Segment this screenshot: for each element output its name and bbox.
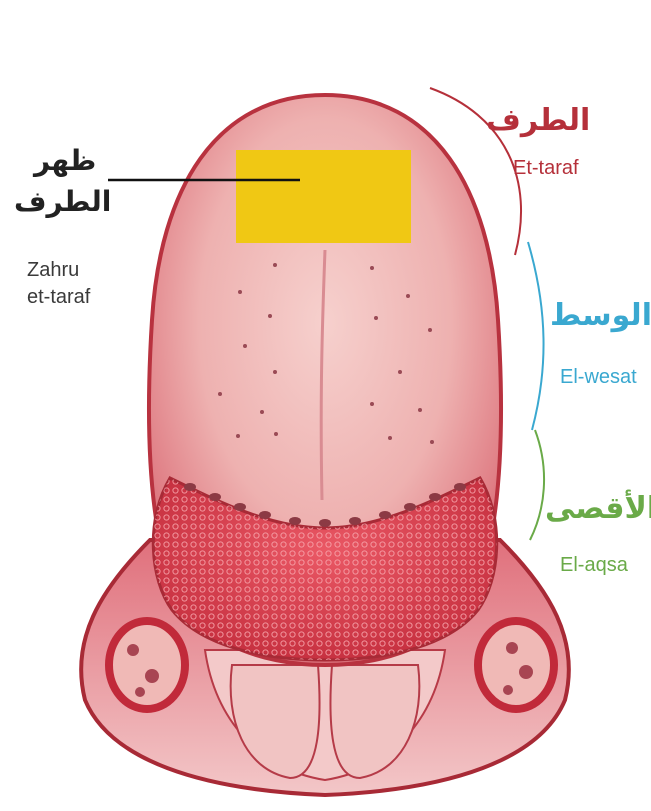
papilla <box>234 503 246 511</box>
papilla-dot <box>236 434 240 438</box>
dorsum-arabic-label-line1: ظهر <box>34 144 96 177</box>
right-tonsil-spot <box>506 642 518 654</box>
right-tonsil-spot <box>503 685 513 695</box>
papilla-dot <box>374 316 378 320</box>
papilla <box>404 503 416 511</box>
papilla <box>259 511 271 519</box>
papilla <box>429 493 441 501</box>
papilla <box>319 519 331 527</box>
papilla <box>379 511 391 519</box>
papilla <box>289 517 301 525</box>
dorsum-arabic-label-line2: الطرف <box>14 185 111 218</box>
papilla-dot <box>370 402 374 406</box>
papilla-dot <box>238 290 242 294</box>
papilla <box>349 517 361 525</box>
left-tonsil-spot <box>127 644 139 656</box>
highlight-box <box>236 150 411 243</box>
left-tonsil-spot <box>135 687 145 697</box>
back-arabic-label: الأقصى <box>545 491 651 526</box>
back-latin-label: El-aqsa <box>560 554 628 577</box>
papilla-dot <box>388 436 392 440</box>
papilla-dot <box>273 370 277 374</box>
tip-arabic-label: الطرف <box>486 103 590 138</box>
left-tonsil <box>109 621 185 709</box>
papilla <box>209 493 221 501</box>
dorsum-latin-label-line1: Zahru <box>27 259 79 282</box>
papilla <box>454 483 466 491</box>
middle-bracket <box>528 242 544 430</box>
papilla-dot <box>398 370 402 374</box>
papilla-dot <box>430 440 434 444</box>
papilla-dot <box>273 263 277 267</box>
right-tonsil-spot <box>519 665 533 679</box>
papilla-dot <box>428 328 432 332</box>
dorsum-latin-label-line2: et-taraf <box>27 286 90 309</box>
papilla-dot <box>274 432 278 436</box>
papilla-dot <box>243 344 247 348</box>
papilla <box>184 483 196 491</box>
left-tonsil-spot <box>145 669 159 683</box>
back-bracket <box>530 430 544 540</box>
papilla-dot <box>260 410 264 414</box>
papilla-dot <box>370 266 374 270</box>
papilla-dot <box>418 408 422 412</box>
papilla-dot <box>268 314 272 318</box>
right-tonsil <box>478 621 554 709</box>
tip-latin-label: Et-taraf <box>513 157 579 180</box>
middle-latin-label: El-wesat <box>560 366 637 389</box>
papilla-dot <box>406 294 410 298</box>
papilla-dot <box>218 392 222 396</box>
middle-arabic-label: الوسط <box>550 298 651 333</box>
